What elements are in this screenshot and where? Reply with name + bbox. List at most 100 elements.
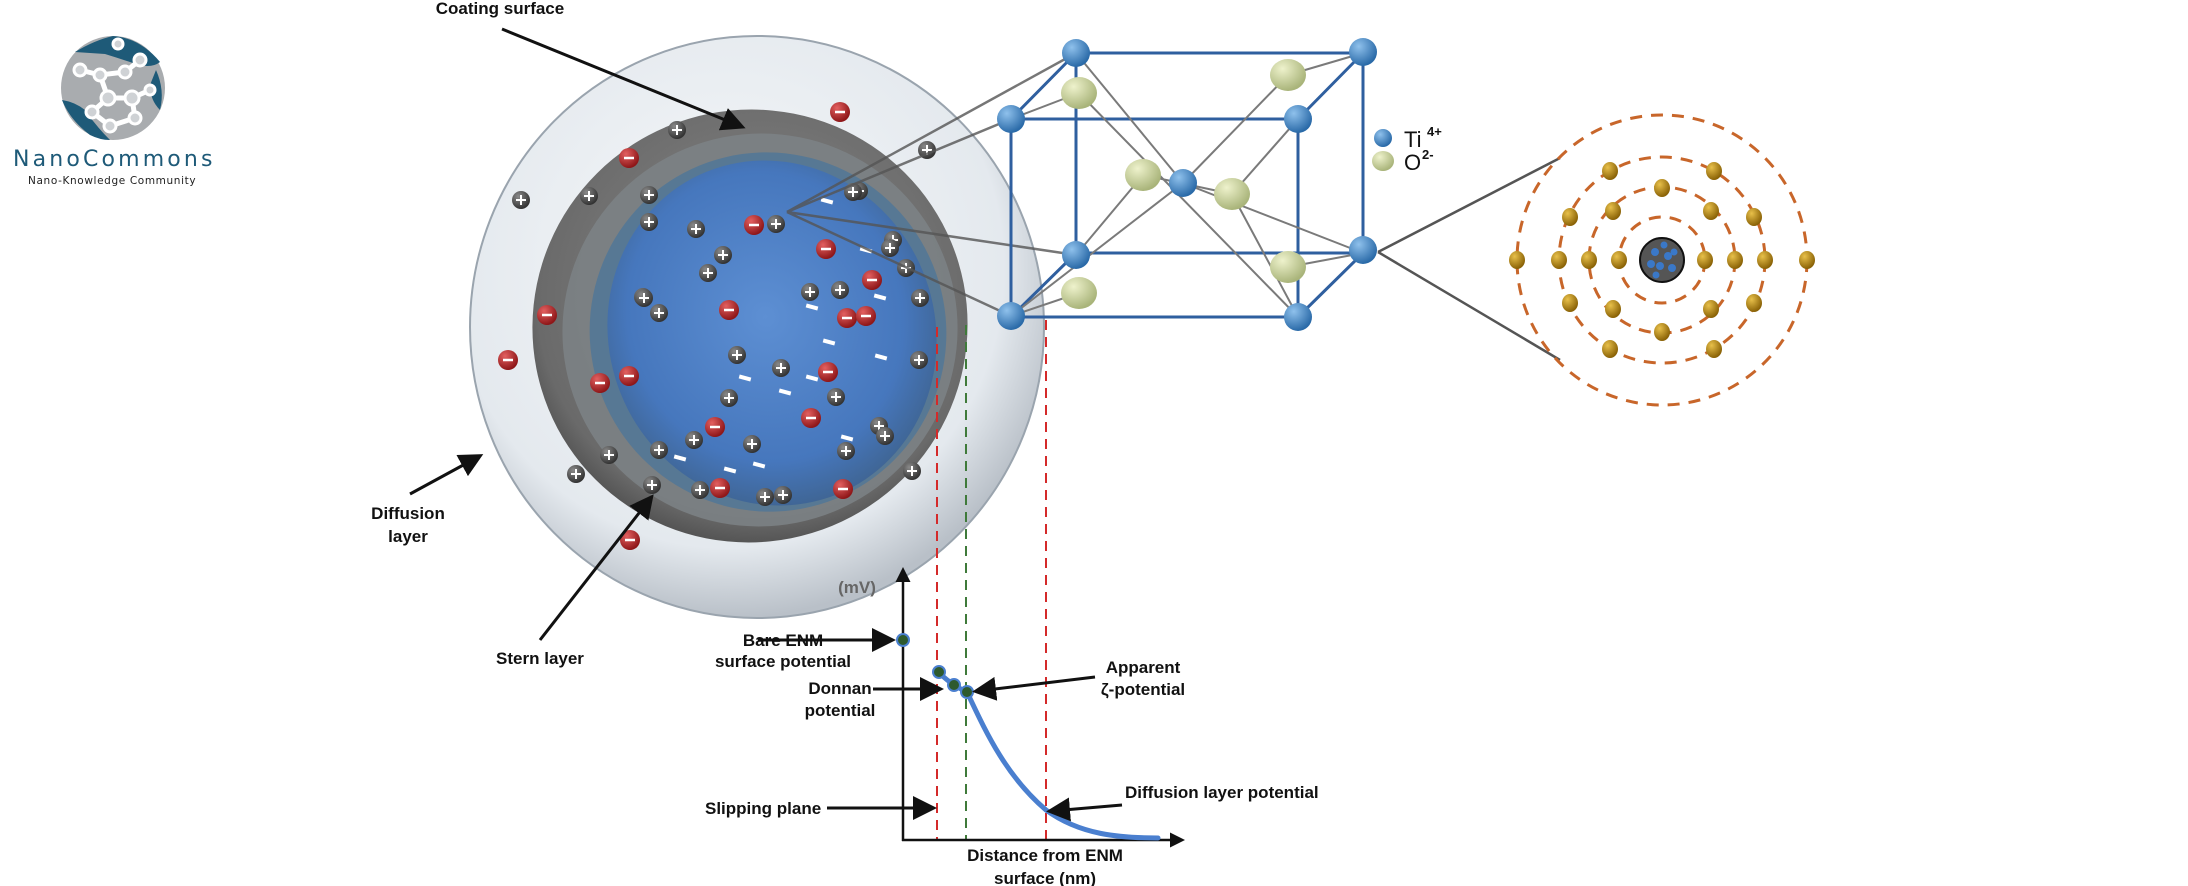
shell-atom: [1703, 300, 1719, 318]
zeta-marker: [960, 685, 974, 699]
surface-charge-dash: [873, 293, 887, 301]
negative-ion: [705, 417, 725, 437]
negative-ion: [837, 308, 857, 328]
positive-ion: [767, 215, 785, 233]
surface-charge-dash: [805, 374, 819, 382]
x-axis-label-line1: Distance from ENM: [967, 846, 1123, 865]
positive-ion: [881, 239, 899, 257]
legend-ti-marker: [1374, 129, 1392, 147]
legend-o-symbol: O: [1404, 150, 1421, 175]
x-axis-label-line2: surface (nm): [994, 869, 1096, 886]
shell-atom: [1611, 251, 1627, 269]
negative-ion: [830, 102, 850, 122]
oxygen-atom: [1270, 59, 1306, 91]
donnan-marker: [947, 678, 961, 692]
label-bare-enm-2: surface potential: [715, 652, 851, 671]
curve-start-marker: [932, 665, 946, 679]
shell-atom: [1706, 162, 1722, 180]
positive-ion: [640, 213, 658, 231]
shell-atom: [1509, 251, 1525, 269]
titanium-atom: [1062, 39, 1090, 67]
legend-ti-symbol: Ti: [1404, 127, 1422, 152]
negative-ion: [856, 306, 876, 326]
legend-o-charge: 2-: [1422, 147, 1434, 162]
positive-ion: [714, 246, 732, 264]
shell-atom: [1654, 179, 1670, 197]
positive-ion: [774, 486, 792, 504]
legend-o-marker: [1372, 151, 1394, 171]
zoom-projection-lines: [786, 51, 1077, 318]
globe-icon: [61, 36, 165, 140]
positive-ion: [643, 476, 661, 494]
negative-ion: [619, 148, 639, 168]
titanium-atom: [1169, 169, 1197, 197]
tio2-unit-cell: [997, 38, 1377, 331]
positive-ion: [743, 435, 761, 453]
titanium-atom: [1062, 241, 1090, 269]
label-donnan-1: Donnan: [808, 679, 871, 698]
positive-ion: [831, 281, 849, 299]
titanium-atom: [1284, 105, 1312, 133]
positive-ion: [668, 121, 686, 139]
positive-ion: [687, 220, 705, 238]
logo-tagline: Nano-Knowledge Community: [28, 175, 196, 187]
positive-ion: [876, 427, 894, 445]
surface-atom-shells: [1509, 113, 1815, 407]
oxygen-atom: [1270, 251, 1306, 283]
label-bare-enm-1: Bare ENM: [743, 631, 823, 650]
nanoparticle: [469, 35, 1045, 619]
label-donnan-2: potential: [805, 701, 876, 720]
y-axis-unit: (mV): [838, 578, 876, 597]
stern-arrow: [538, 494, 654, 641]
label-slipping-plane: Slipping plane: [705, 799, 821, 818]
logo-title: NanoCommons: [13, 147, 213, 172]
oxygen-atom: [1061, 77, 1097, 109]
shell-atom: [1654, 323, 1670, 341]
titanium-atom: [1284, 303, 1312, 331]
negative-ion: [620, 530, 640, 550]
surface-charge-dash: [874, 353, 888, 361]
shell-atom: [1746, 294, 1762, 312]
shell-atom: [1562, 294, 1578, 312]
titanium-atom: [1349, 236, 1377, 264]
crystal-atoms: [997, 38, 1377, 331]
positive-ion: [699, 264, 717, 282]
negative-ion: [590, 373, 610, 393]
titanium-atom: [997, 105, 1025, 133]
bare-enm-marker: [896, 633, 910, 647]
positive-ion: [756, 488, 774, 506]
label-diffusion-layer-2: layer: [388, 527, 428, 546]
surface-charge-dash: [820, 197, 834, 205]
label-diffusion-layer-potential: Diffusion layer potential: [1125, 783, 1319, 802]
negative-ion: [816, 239, 836, 259]
positive-ion: [650, 441, 668, 459]
positive-ion: [580, 187, 598, 205]
positive-ion: [685, 431, 703, 449]
surface-charge-dash: [778, 388, 792, 396]
positive-ion: [903, 462, 921, 480]
positive-ion: [837, 442, 855, 460]
surface-charge-dash: [673, 454, 687, 462]
shell-atom: [1551, 251, 1567, 269]
positive-ion: [691, 481, 709, 499]
negative-ion: [498, 350, 518, 370]
oxygen-atom: [1061, 277, 1097, 309]
shell-atom: [1746, 208, 1762, 226]
negative-ion: [719, 300, 739, 320]
positive-ion: [635, 289, 653, 307]
zoom-projection-lines-shell: [1377, 156, 1561, 362]
positive-ion: [728, 346, 746, 364]
titanium-atom: [997, 302, 1025, 330]
positive-ion: [772, 359, 790, 377]
shell-atom: [1602, 162, 1618, 180]
annotation-arrows: [409, 27, 1123, 822]
label-coating-surface: Coating surface: [436, 0, 564, 18]
oxygen-atom: [1214, 178, 1250, 210]
positive-ion: [720, 389, 738, 407]
negative-ion: [619, 366, 639, 386]
enm-core: [607, 160, 937, 506]
legend: Ti 4+ O 2-: [1372, 124, 1442, 175]
negative-ion: [801, 408, 821, 428]
shell-atom: [1605, 202, 1621, 220]
